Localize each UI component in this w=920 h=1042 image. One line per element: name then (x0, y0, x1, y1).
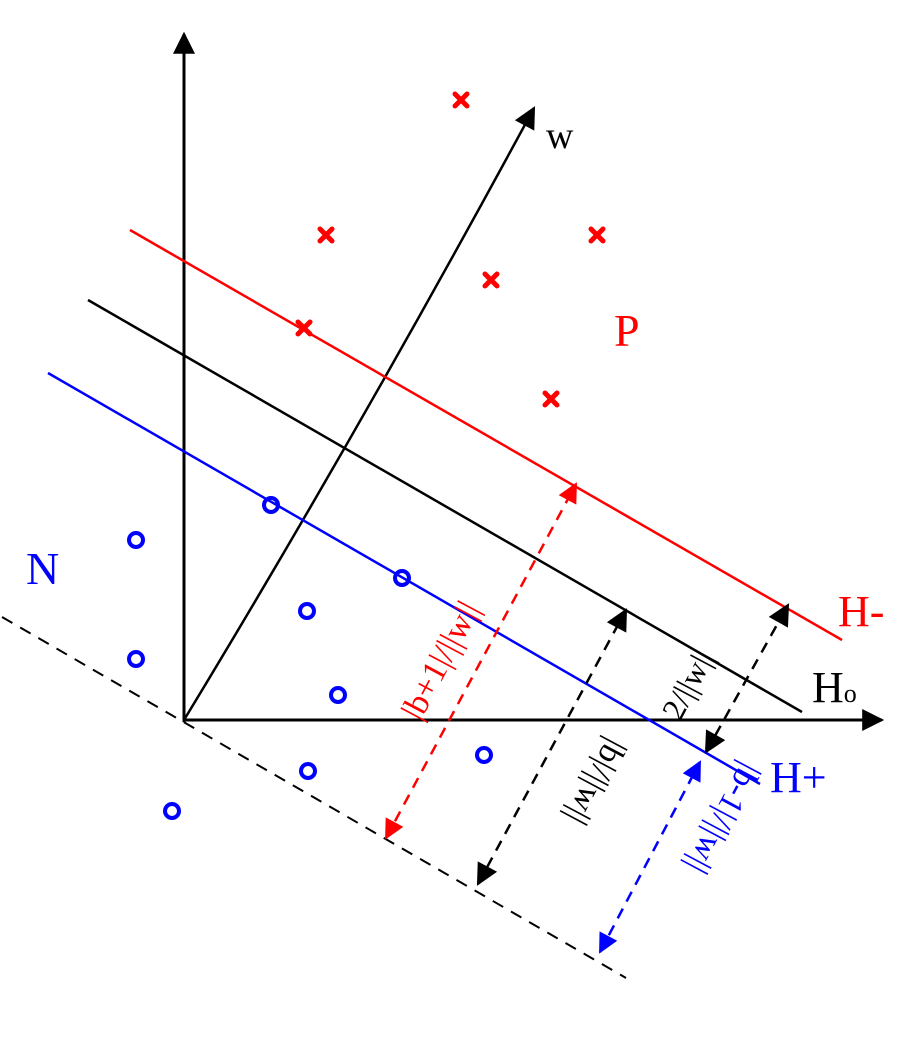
negative-point (475, 746, 493, 764)
negative-point (127, 531, 145, 549)
positive-point (542, 390, 560, 408)
negative-point (127, 650, 145, 668)
negative-point (393, 569, 411, 587)
dist-b-minus-arrow (598, 760, 702, 954)
w-vector (182, 106, 536, 721)
margin-arrow (704, 603, 790, 754)
positive-points (295, 91, 606, 408)
h-zero-main: H (812, 663, 844, 712)
h-plus-line (47, 371, 761, 786)
dist-b-label: |b|/||w|| (558, 732, 634, 830)
h-plus-label: H+ (770, 753, 827, 802)
h-minus-label: H- (838, 587, 884, 636)
negative-point (298, 602, 316, 620)
h-zero-label: Ho (812, 663, 857, 712)
h-minus-line (129, 228, 843, 642)
margin-label: 2/||w|| (654, 643, 720, 725)
h-zero-subscript: o (844, 679, 857, 708)
positive-point (482, 271, 500, 289)
positive-point (317, 226, 335, 244)
w-label: w (546, 115, 574, 157)
negative-point (163, 802, 181, 820)
positive-point (452, 91, 470, 109)
negative-point (262, 496, 280, 514)
negative-point (299, 762, 317, 780)
n-class-label: N (26, 543, 59, 594)
positive-point (588, 226, 606, 244)
baseline-dashed (1, 616, 627, 979)
dist-b-plus-label: |b+1|/||w|| (394, 595, 487, 725)
p-class-label: P (614, 305, 640, 356)
negative-point (329, 686, 347, 704)
dist-b-arrow (476, 608, 628, 886)
positive-point (295, 319, 313, 337)
negative-points (127, 496, 493, 820)
